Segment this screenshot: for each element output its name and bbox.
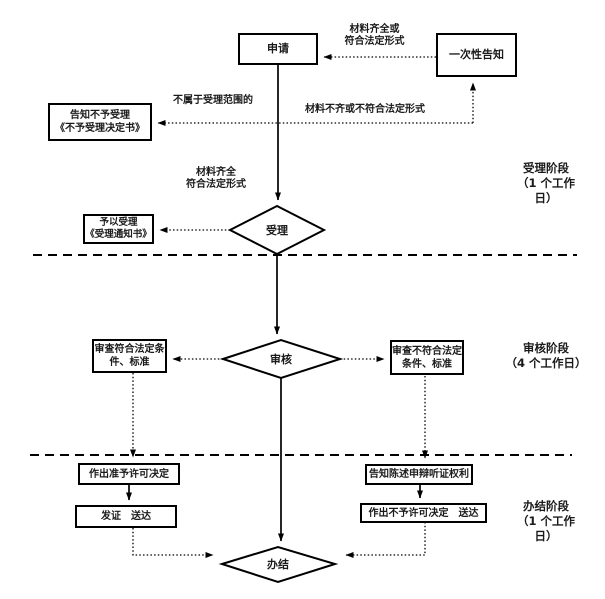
stage-label-finish: 办结阶段 （1 个工作 日） xyxy=(516,499,575,543)
accept-diamond-shape xyxy=(227,204,327,256)
node-grant-decision: 作出准予许可决定 xyxy=(78,463,180,485)
node-review-fail: 审查不符合法定 条件、标准 xyxy=(390,340,464,375)
edge-label-materials-complete-legal: 材料齐全 符合法定形式 xyxy=(186,167,246,190)
edge-issue-to-finish xyxy=(132,528,214,558)
node-apply: 申请 xyxy=(238,33,318,65)
review-diamond-shape xyxy=(219,338,344,380)
finish-diamond-label: 办结 xyxy=(267,558,289,571)
node-review-pass: 审查符合法定条 件、标准 xyxy=(92,339,167,373)
node-hearing-rights: 告知陈述申辩听证权利 xyxy=(365,464,473,485)
stage-label-review: 审核阶段 （4 个工作日） xyxy=(505,341,587,370)
node-one-time-notice: 一次性告知 xyxy=(436,33,517,77)
finish-diamond-shape xyxy=(218,545,339,584)
stage-label-accept: 受理阶段 （1 个工作 日） xyxy=(516,161,575,205)
edge-label-materials-incomplete: 材料不齐或不符合法定形式 xyxy=(305,104,425,115)
edge-label-materials-complete-or-legal: 材料齐全或 符合法定形式 xyxy=(344,24,405,47)
review-diamond-label: 审核 xyxy=(270,353,292,366)
node-issue-deliver: 发证 送达 xyxy=(75,505,177,528)
node-accept-notice: 予以受理 《受理通知书》 xyxy=(83,214,154,244)
accept-diamond-label: 受理 xyxy=(266,224,288,237)
edge-deny-to-finish xyxy=(345,522,426,558)
edge-label-not-in-scope: 不属于受理范围的 xyxy=(173,95,253,106)
node-notify-rejection: 告知不予受理 《不予受理决定书》 xyxy=(48,103,152,141)
node-deny-decision: 作出不予许可决定 送达 xyxy=(360,503,487,523)
